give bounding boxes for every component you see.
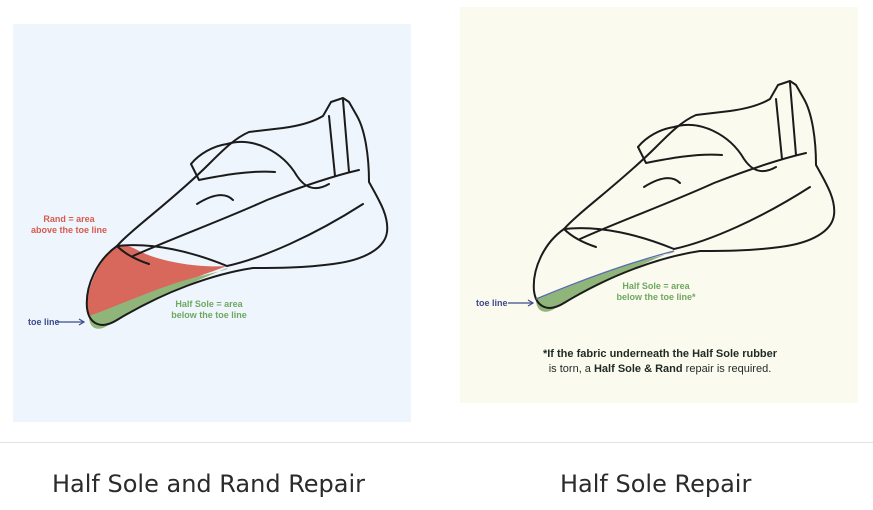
half-sole-label: Half Sole = area below the toe line*	[606, 281, 706, 303]
rand-label: Rand = area above the toe line	[21, 214, 117, 236]
shoe-outline	[85, 97, 389, 326]
footnote-line2-bold: Half Sole & Rand	[593, 363, 683, 375]
half-sole-illustration[interactable]: Half Sole = area below the toe line* toe…	[460, 7, 858, 403]
panel-background	[460, 7, 858, 403]
shoe-outline	[532, 80, 836, 309]
half-sole-label-line2: below the toe line*	[616, 292, 696, 302]
rand-label-line2: above the toe line	[30, 225, 108, 235]
rand-label-line1: Rand = area	[43, 214, 95, 224]
repair-footnote: *If the fabric underneath the Half Sole …	[500, 347, 820, 377]
card-title-half-sole[interactable]: Half Sole Repair	[560, 470, 752, 498]
footnote-line2: is torn, a Half Sole & Rand repair is re…	[500, 362, 820, 377]
half-sole-label: Half Sole = area below the toe line	[161, 299, 257, 321]
rand-area	[86, 245, 227, 317]
footnote-line2-prefix: is torn, a	[548, 363, 594, 375]
card-title-half-sole-and-rand[interactable]: Half Sole and Rand Repair	[52, 470, 366, 498]
half-sole-label-line2: below the toe line	[171, 310, 247, 320]
toe-line-arrow	[57, 318, 86, 326]
half-sole-label-line1: Half Sole = area	[175, 299, 243, 309]
toe-line-label: toe line	[28, 317, 60, 327]
half-sole-and-rand-illustration[interactable]: Rand = area above the toe line Half Sole…	[13, 24, 411, 422]
divider	[0, 442, 873, 443]
shoe-diagram-left	[13, 24, 411, 422]
toe-line-label: toe line	[476, 298, 508, 308]
half-sole-label-line1: Half Sole = area	[622, 281, 690, 291]
footnote-line1: *If the fabric underneath the Half Sole …	[542, 348, 778, 360]
toe-line-stroke	[535, 250, 675, 300]
footnote-line2-suffix: repair is required.	[682, 363, 772, 375]
shoe-diagram-right	[460, 7, 858, 403]
toe-line-arrow	[508, 299, 535, 307]
